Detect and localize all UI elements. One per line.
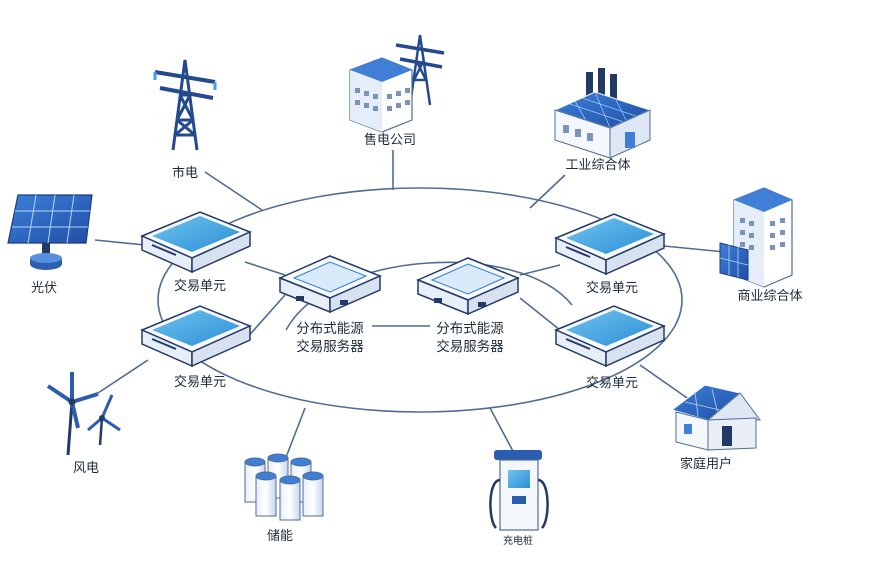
solar-panel-icon [7, 194, 93, 270]
label-server-right-line2: 交易服务器 [436, 338, 504, 355]
spoke-household [639, 364, 691, 401]
server-right [416, 257, 520, 316]
link-unit-br-server [519, 297, 561, 331]
server-left [278, 255, 382, 314]
spoke-industrial [529, 174, 566, 209]
outer-ring [157, 187, 683, 413]
label-wind: 风电 [73, 461, 99, 476]
label-solar: 光伏 [31, 281, 57, 296]
trading-unit-top-left [140, 211, 252, 274]
label-storage: 储能 [267, 529, 293, 544]
label-server-left-line1: 分布式能源 [296, 321, 364, 337]
label-unit-bottom-right: 交易单元 [586, 375, 638, 391]
trading-unit-bottom-left [140, 305, 252, 368]
label-commercial: 商业综合体 [737, 289, 802, 304]
label-grid: 市电 [172, 165, 198, 181]
spoke-storage [284, 407, 306, 461]
label-charger: 充电桩 [503, 534, 533, 547]
link-unit-tl-server [244, 261, 286, 276]
battery-storage-icon [244, 453, 324, 521]
transmission-tower-icon [153, 59, 217, 151]
spoke-charger [489, 407, 516, 456]
spoke-solar [94, 239, 146, 246]
factory-icon [553, 68, 652, 159]
link-unit-bl-server [244, 294, 286, 341]
label-unit-bottom-left: 交易单元 [174, 374, 226, 390]
label-industrial: 工业综合体 [565, 158, 630, 173]
label-unit-top-left: 交易单元 [174, 278, 226, 294]
spoke-wind [94, 359, 149, 396]
spoke-commercial [663, 245, 726, 253]
network-lines [94, 150, 726, 461]
retailer-building-icon [349, 34, 445, 133]
wind-turbine-icon [46, 372, 121, 456]
label-server-right-line1: 分布式能源 [436, 321, 504, 337]
spoke-grid [204, 171, 263, 211]
label-unit-top-right: 交易单元 [586, 280, 638, 296]
charging-pile-icon [489, 450, 549, 531]
label-server-left-line2: 交易服务器 [296, 338, 364, 355]
trading-unit-top-right [554, 213, 666, 276]
link-unit-tr-server [519, 264, 561, 276]
label-household: 家庭用户 [680, 456, 732, 472]
trading-unit-bottom-right [554, 305, 666, 368]
label-retailer: 售电公司 [364, 132, 416, 148]
commercial-building-icon [719, 187, 793, 288]
house-icon [670, 384, 761, 451]
